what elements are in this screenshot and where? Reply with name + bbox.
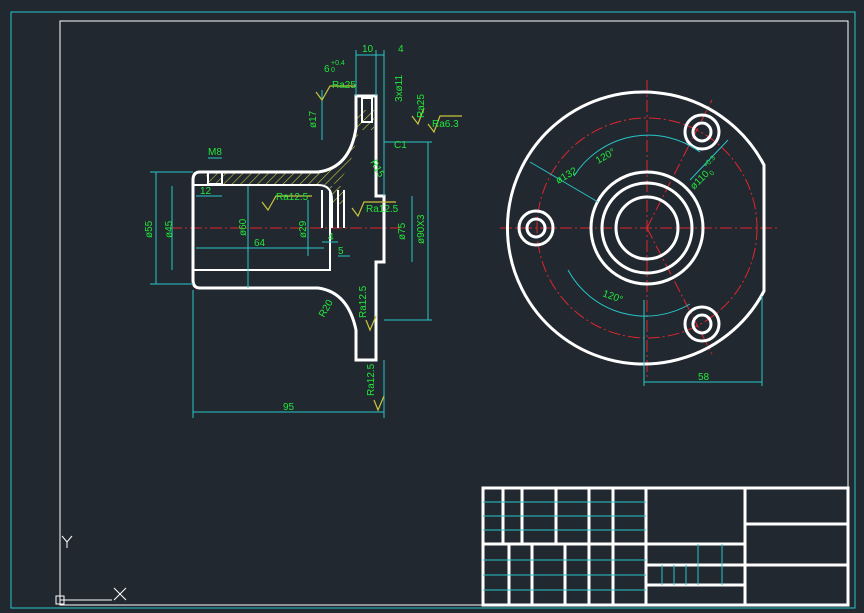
section-dimension-lines xyxy=(150,50,432,418)
title-block[interactable] xyxy=(481,486,850,607)
section-m8-hole xyxy=(207,171,223,185)
outer-drawing-border xyxy=(10,11,856,609)
ucs-x-label: X xyxy=(114,588,124,604)
dim-phi90x3: ø90X3 xyxy=(416,214,427,244)
dim-phi60: ø60 xyxy=(238,218,249,236)
dim-5-small: 5 xyxy=(338,246,344,257)
bolt-hole-bottom-outer xyxy=(683,305,721,343)
dim-4: 4 xyxy=(398,44,404,55)
bolt-hole-top-inner xyxy=(691,121,713,143)
inner-drawing-frame xyxy=(59,20,849,606)
dim-6-lower: 0 xyxy=(331,67,335,74)
dim-3-holes: 3xø11 xyxy=(394,75,405,102)
dim-phi110-lower: 0 xyxy=(708,170,716,178)
dim-ra125-c: Ra12.5 xyxy=(358,285,369,318)
ucs-y-label: Y xyxy=(61,534,71,550)
bolt-hole-left-outer xyxy=(517,209,555,247)
dim-phi45: ø45 xyxy=(164,220,175,238)
dim-12: 12 xyxy=(200,186,212,197)
bolt-hole-bottom-inner xyxy=(691,313,713,335)
dim-64: 64 xyxy=(254,238,266,249)
hub-outer xyxy=(589,170,705,286)
front-centerlines xyxy=(500,80,780,380)
dim-ra25-right: Ra25 xyxy=(416,94,427,118)
dim-phi110-upper: +0.3 xyxy=(702,155,717,170)
section-flange-hole xyxy=(361,97,373,123)
dim-phi29: ø29 xyxy=(298,220,309,238)
angle-arcs xyxy=(529,134,763,386)
front-view[interactable]: 120° ø132 ø110 +0.3 0 120° 58 xyxy=(500,80,780,386)
bolt-hole-top-outer xyxy=(683,113,721,151)
hub-middle xyxy=(600,181,694,275)
dim-ra63: Ra6.3 xyxy=(432,119,459,130)
dim-ra125-d: Ra12.5 xyxy=(366,363,377,396)
title-block-cyan-lines xyxy=(483,501,723,591)
section-groove xyxy=(321,190,345,228)
section-view[interactable]: 10 4 6 +0.4 0 3xø11 Ra25 Ra25 Ra6.3 ø17 … xyxy=(144,44,462,418)
dim-m8: M8 xyxy=(208,147,222,158)
section-hatch-flange xyxy=(356,110,374,130)
dim-6-upper: +0.4 xyxy=(331,60,345,67)
section-outline xyxy=(191,94,386,362)
dim-10: 10 xyxy=(362,44,374,55)
hub-bore xyxy=(614,195,680,261)
dim-phi17: ø17 xyxy=(308,110,319,128)
dim-angle-120-bottom: 120° xyxy=(601,288,624,305)
dim-r15: R15 xyxy=(367,158,386,180)
title-block-white-lines xyxy=(483,488,848,605)
title-block-border xyxy=(481,486,850,607)
dim-ra125-b: Ra12.5 xyxy=(366,204,399,215)
bolt-hole-left-inner xyxy=(525,217,547,239)
dim-ra125-a: Ra12.5 xyxy=(276,192,309,203)
section-hatch xyxy=(206,128,358,185)
flange-outline xyxy=(506,90,766,366)
dim-phi75: ø75 xyxy=(397,222,408,240)
roughness-symbols xyxy=(261,85,462,412)
dim-r20: R20 xyxy=(317,298,336,320)
dim-angle-120-top: 120° xyxy=(594,147,617,167)
dim-6-tolerance: 6 xyxy=(324,64,330,75)
dim-58: 58 xyxy=(698,372,710,383)
dim-95: 95 xyxy=(283,402,295,413)
dim-ra25-left: Ra25 xyxy=(332,80,356,91)
dim-c1: C1 xyxy=(394,140,407,151)
dim-phi55: ø55 xyxy=(144,220,155,238)
ucs-axis-icon xyxy=(55,535,127,605)
dim-4-small: 4 xyxy=(328,232,334,243)
